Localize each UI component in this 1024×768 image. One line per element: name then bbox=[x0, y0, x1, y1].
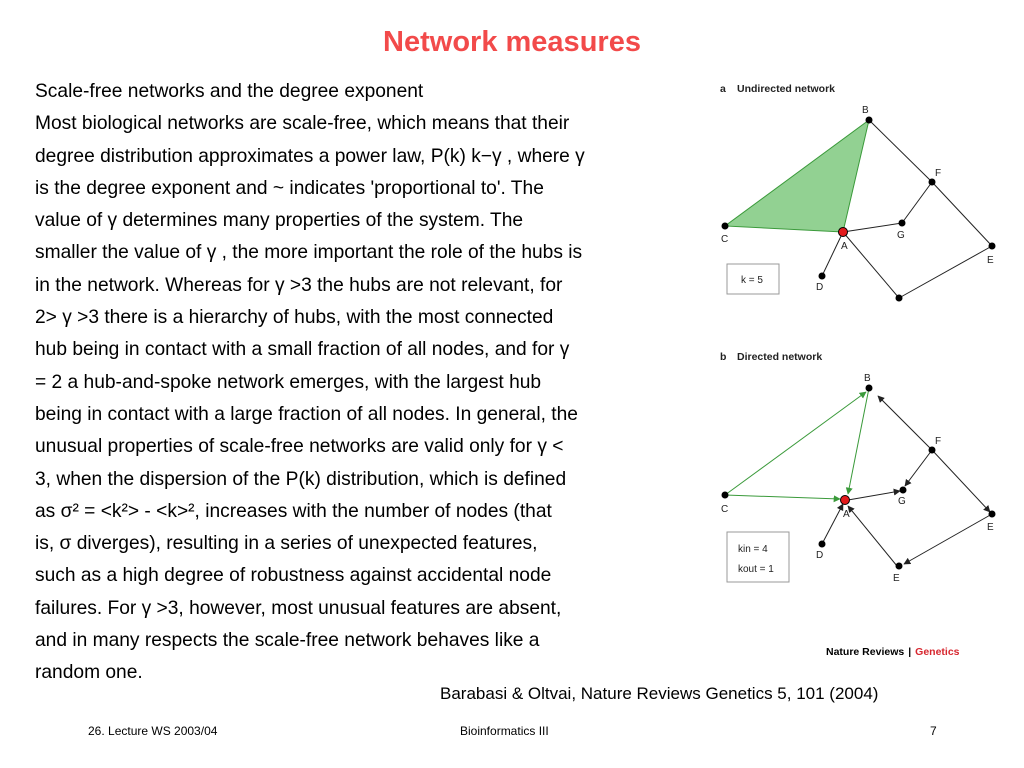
node-extra bbox=[895, 294, 903, 302]
node-d bbox=[818, 272, 826, 280]
edge bbox=[847, 488, 901, 501]
footer-course: Bioinformatics III bbox=[460, 724, 549, 738]
edge-green bbox=[845, 387, 870, 495]
journal-separator: | bbox=[908, 646, 911, 658]
out-degree-text: kout = 1 bbox=[738, 564, 774, 575]
edge bbox=[842, 222, 903, 233]
undirected-network: B C F G E D A bbox=[721, 105, 996, 302]
paragraph-line: and in many respects the scale-free netw… bbox=[35, 630, 540, 652]
edge bbox=[821, 231, 844, 277]
paragraph-line: degree distribution approximates a power… bbox=[35, 145, 585, 167]
edge bbox=[903, 513, 993, 565]
node-b bbox=[865, 384, 873, 392]
journal-title: Genetics bbox=[915, 646, 960, 658]
in-degree-text: kin = 4 bbox=[738, 544, 768, 555]
node-f-label: F bbox=[935, 168, 941, 179]
paragraph-line: 3, when the dispersion of the P(k) distr… bbox=[35, 468, 567, 490]
node-g bbox=[898, 219, 906, 227]
node-c-label: C bbox=[721, 234, 728, 245]
node-d-label: D bbox=[816, 550, 823, 561]
edge bbox=[877, 395, 933, 451]
node-c bbox=[721, 491, 729, 499]
edge-green bbox=[724, 391, 867, 496]
panel-b-title: Directed network bbox=[737, 351, 822, 363]
node-g bbox=[899, 486, 907, 494]
paragraph-line: random one. bbox=[35, 662, 143, 684]
paragraph-line: unusual properties of scale-free network… bbox=[35, 436, 564, 458]
paragraph-line: = 2 a hub-and-spoke network emerges, wit… bbox=[35, 371, 542, 393]
node-f-label: F bbox=[935, 436, 941, 447]
paragraph-line: hub being in contact with a small fracti… bbox=[35, 339, 570, 361]
in-out-degree-box bbox=[726, 531, 790, 583]
node-g-label: G bbox=[898, 496, 906, 507]
edge bbox=[931, 449, 991, 513]
node-f bbox=[928, 446, 936, 454]
node-c bbox=[721, 222, 729, 230]
paragraph-line: Most biological networks are scale-free,… bbox=[35, 113, 570, 135]
node-e-label: E bbox=[987, 255, 994, 266]
paragraph-line: is the degree exponent and ~ indicates '… bbox=[35, 177, 544, 199]
highlight-triangle bbox=[723, 118, 870, 233]
paragraph-line: value of γ determines many properties of… bbox=[35, 210, 524, 232]
paragraph-line: being in contact with a large fraction o… bbox=[35, 403, 578, 425]
footer-lecture: 26. Lecture WS 2003/04 bbox=[88, 724, 218, 738]
panel-a-title: Undirected network bbox=[737, 83, 835, 95]
paragraph-line: smaller the value of γ , the more import… bbox=[35, 242, 583, 264]
body-text: Scale-free networks and the degree expon… bbox=[35, 76, 695, 690]
degree-box-text: k = 5 bbox=[741, 275, 763, 286]
node-f bbox=[928, 178, 936, 186]
degree-box bbox=[726, 263, 780, 295]
node-e-bottom-label: E bbox=[893, 573, 900, 584]
node-e-right bbox=[988, 510, 996, 518]
edge-green bbox=[724, 494, 841, 503]
citation: Barabasi & Oltvai, Nature Reviews Geneti… bbox=[440, 684, 879, 703]
node-e-right-label: E bbox=[987, 522, 994, 533]
paragraph-line: failures. For γ >3, however, most unusua… bbox=[35, 597, 562, 619]
intro-heading: Scale-free networks and the degree expon… bbox=[35, 81, 424, 102]
edge bbox=[901, 181, 933, 224]
edge bbox=[821, 503, 844, 545]
node-b-label: B bbox=[862, 105, 869, 116]
edge bbox=[898, 245, 993, 299]
node-e bbox=[988, 242, 996, 250]
paragraph-line: as σ² = <k²> - <k>², increases with the … bbox=[35, 500, 552, 522]
node-a-label: A bbox=[841, 241, 848, 252]
node-b bbox=[865, 116, 873, 124]
node-d bbox=[818, 540, 826, 548]
directed-network: B C F G E D E A bbox=[721, 373, 996, 584]
node-c-label: C bbox=[721, 504, 728, 515]
node-e-bottom bbox=[895, 562, 903, 570]
paragraph-line: in the network. Whereas for γ >3 the hub… bbox=[35, 274, 563, 296]
edge bbox=[847, 505, 898, 567]
network-figure: a Undirected network B C F G E D A k = 5… bbox=[720, 83, 996, 658]
node-a-label: A bbox=[843, 509, 850, 520]
node-d-label: D bbox=[816, 282, 823, 293]
panel-a-letter: a bbox=[720, 83, 726, 95]
paragraph-line: such as a high degree of robustness agai… bbox=[35, 565, 552, 587]
panel-b-letter: b bbox=[720, 351, 726, 363]
edge bbox=[868, 119, 933, 183]
paragraph-line: 2> γ >3 there is a hierarchy of hubs, wi… bbox=[35, 307, 554, 329]
node-a-hub bbox=[840, 495, 850, 505]
edge bbox=[842, 231, 900, 299]
journal-name: Nature Reviews bbox=[826, 646, 904, 658]
node-b-label: B bbox=[864, 373, 871, 384]
node-g-label: G bbox=[897, 230, 905, 241]
page-number: 7 bbox=[930, 724, 937, 738]
paragraph-line: is, σ diverges), resulting in a series o… bbox=[35, 533, 538, 555]
journal-credit: Nature Reviews | Genetics bbox=[826, 646, 960, 658]
node-a-hub bbox=[838, 227, 848, 237]
edge bbox=[904, 449, 933, 487]
slide-title: Network measures bbox=[383, 26, 641, 58]
edge bbox=[931, 181, 993, 247]
